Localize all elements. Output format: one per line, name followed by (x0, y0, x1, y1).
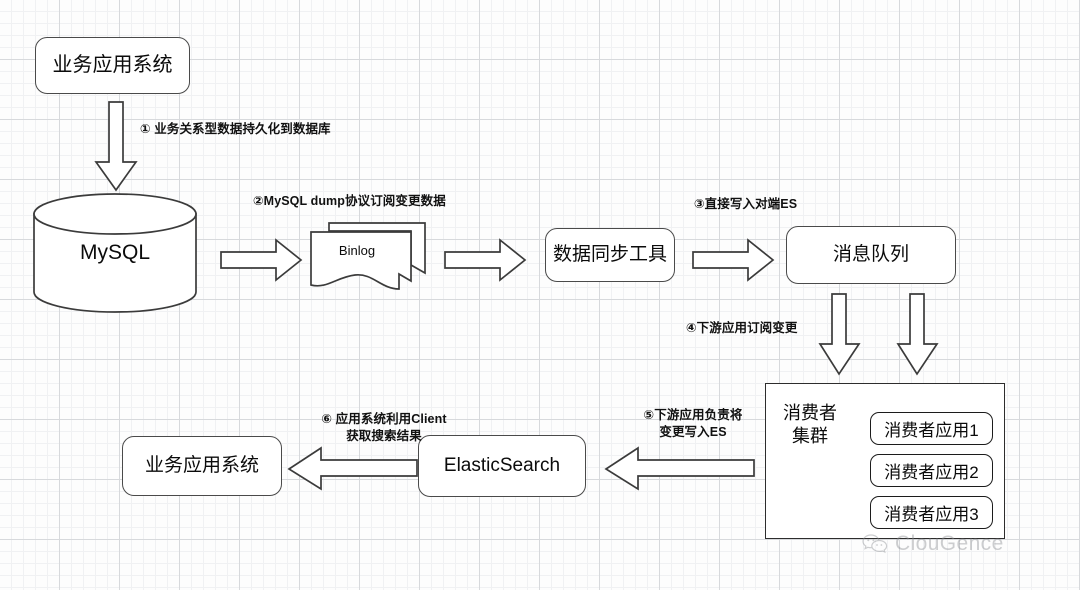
node-binlog[interactable] (307, 219, 429, 297)
arrow-cluster-to-elasticsearch (604, 446, 755, 491)
edge-label-step5: ⑤下游应用负责将 变更写入ES (643, 408, 743, 439)
consumer-app-1[interactable]: 消费者应用1 (870, 412, 993, 445)
node-sync-tool[interactable]: 数据同步工具 (545, 228, 675, 282)
wechat-logo-icon (862, 534, 888, 554)
node-business-app-top[interactable]: 业务应用系统 (35, 37, 190, 94)
arrow-down-queue-to-cluster-left (818, 293, 861, 376)
edge-label-step4: ④下游应用订阅变更 (686, 321, 798, 335)
arrow-mysql-to-binlog (220, 238, 303, 282)
consumer-cluster-title: 消费者 集群 (783, 403, 837, 446)
arrow-elasticsearch-to-business-app (287, 446, 418, 491)
edge-label-step3: ③直接写入对端ES (694, 197, 798, 211)
consumer-app-2[interactable]: 消费者应用2 (870, 454, 993, 487)
edge-label-step1: ① 业务关系型数据持久化到数据库 (140, 122, 331, 136)
arrow-down-queue-to-cluster-right (896, 293, 939, 376)
arrow-binlog-to-sync-tool (444, 238, 527, 282)
arrow-sync-tool-to-queue (692, 238, 775, 282)
node-mysql-label: MySQL (79, 241, 150, 265)
consumer-app-3[interactable]: 消费者应用3 (870, 496, 993, 529)
edge-label-step2: ②MySQL dump协议订阅变更数据 (253, 194, 446, 208)
arrow-down-app-to-mysql (94, 101, 138, 192)
node-binlog-label: Binlog (338, 243, 376, 258)
node-message-queue[interactable]: 消息队列 (786, 226, 956, 284)
node-elasticsearch[interactable]: ElasticSearch (418, 435, 586, 497)
watermark-brand: ClouGence (895, 532, 1004, 555)
watermark: ClouGence (862, 532, 1004, 556)
node-business-app-bottom[interactable]: 业务应用系统 (122, 436, 282, 496)
edge-label-step6: ⑥ 应用系统利用Client 获取搜索结果 (321, 412, 447, 443)
node-mysql-cylinder[interactable] (32, 192, 198, 314)
